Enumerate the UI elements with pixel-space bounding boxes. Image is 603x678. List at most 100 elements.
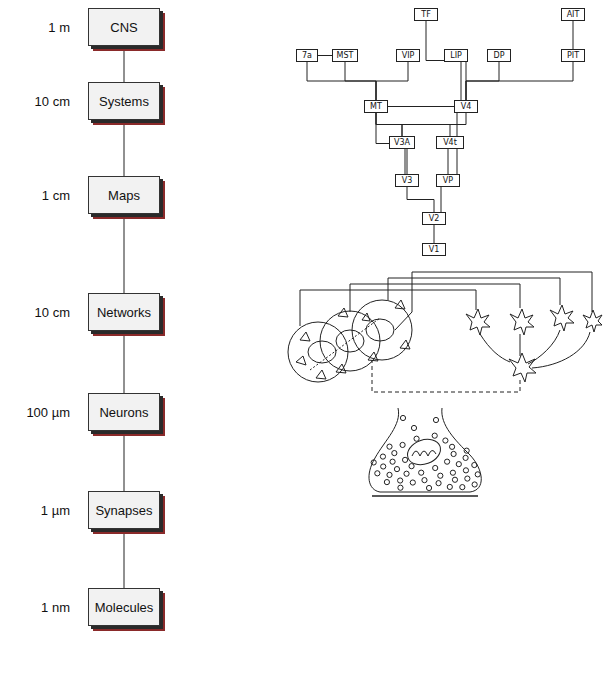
node-label: Systems (99, 94, 149, 109)
vesicle (414, 436, 419, 441)
vesicle (456, 462, 461, 467)
node-label: CNS (110, 20, 137, 35)
node-label: MT (370, 102, 382, 111)
node-label: MST (337, 51, 354, 60)
connector (388, 106, 454, 107)
node-label: TF (421, 10, 431, 19)
connector (405, 149, 406, 174)
node-label: V1 (429, 245, 440, 254)
node-label: 7a (302, 51, 312, 60)
node-label: V4t (443, 138, 457, 147)
scale-label: 1 cm (42, 188, 70, 203)
connector (461, 62, 462, 100)
connector (124, 529, 125, 588)
vesicle (450, 470, 455, 475)
vesicle (464, 448, 469, 453)
vesicle (404, 471, 409, 476)
vesicle (472, 482, 477, 487)
area-box: V3A (389, 136, 415, 149)
scale-label: 10 cm (35, 305, 70, 320)
vesicle (411, 425, 416, 430)
vesicle (444, 459, 449, 464)
connector (124, 46, 125, 82)
node-label: PIT (567, 51, 579, 60)
node-label: V3 (402, 176, 413, 185)
vesicle (449, 444, 454, 449)
scale-label: 10 cm (35, 94, 70, 109)
vesicle (410, 480, 415, 485)
area-box: AIT (561, 8, 585, 21)
vesicle (447, 484, 452, 489)
vesicle (384, 479, 389, 484)
vesicle (426, 485, 431, 490)
vesicle (400, 442, 405, 447)
synapse-drawing (369, 408, 481, 496)
scale-label: 1 µm (41, 503, 70, 518)
vesicle (409, 464, 414, 469)
node-label: VP (443, 176, 453, 185)
node-label: V2 (429, 214, 440, 223)
vesicle (463, 468, 468, 473)
vesicle (436, 481, 441, 486)
connector (407, 187, 434, 212)
connector (441, 187, 442, 212)
vesicle (387, 472, 392, 477)
connector (124, 431, 125, 491)
connector (573, 21, 574, 49)
vesicle (375, 471, 380, 476)
vesicle (381, 464, 386, 469)
connector (448, 149, 449, 174)
connector (345, 62, 376, 100)
vesicle (433, 417, 438, 422)
vesicle (402, 457, 407, 462)
area-box: V3 (395, 174, 419, 187)
area-box: PIT (561, 49, 585, 62)
connector (124, 120, 125, 176)
level-box: Maps (88, 176, 160, 214)
vesicle (460, 485, 465, 490)
vesicle (472, 462, 477, 467)
area-box: LIP (444, 49, 468, 62)
vesicle (452, 477, 457, 482)
node-label: LIP (450, 51, 462, 60)
level-box: Systems (88, 82, 160, 120)
area-box: DP (487, 49, 511, 62)
vesicle (419, 470, 424, 475)
level-box: Neurons (88, 393, 160, 431)
node-label: Molecules (95, 600, 154, 615)
node-label: V3A (394, 138, 410, 147)
vesicle (394, 467, 399, 472)
connector (466, 62, 573, 100)
vesicle (400, 415, 405, 420)
vesicle (398, 485, 403, 490)
vesicle (398, 478, 403, 483)
connector (124, 214, 125, 293)
node-label: Synapses (95, 503, 152, 518)
area-box: V4 (454, 100, 478, 113)
node-label: V4 (461, 102, 472, 111)
vesicle (438, 473, 443, 478)
node-label: AIT (567, 10, 580, 19)
vesicle (432, 433, 437, 438)
node-label: Maps (108, 188, 140, 203)
area-box: VIP (396, 49, 420, 62)
node-label: VIP (402, 51, 415, 60)
network-drawing (288, 272, 602, 392)
connector (124, 331, 125, 393)
level-box: Synapses (88, 491, 160, 529)
area-box: MST (332, 49, 358, 62)
area-box: V1 (422, 243, 446, 256)
connector (307, 62, 376, 100)
area-box: MT (364, 100, 388, 113)
vesicle (433, 465, 438, 470)
scale-label: 100 µm (26, 405, 70, 420)
area-box: TF (414, 8, 438, 21)
vesicle (443, 438, 448, 443)
scale-label: 1 m (48, 20, 70, 35)
vesicle (390, 459, 395, 464)
area-box: VP (436, 174, 460, 187)
vesicle (475, 472, 480, 477)
node-label: DP (494, 51, 505, 60)
connector (434, 225, 435, 243)
